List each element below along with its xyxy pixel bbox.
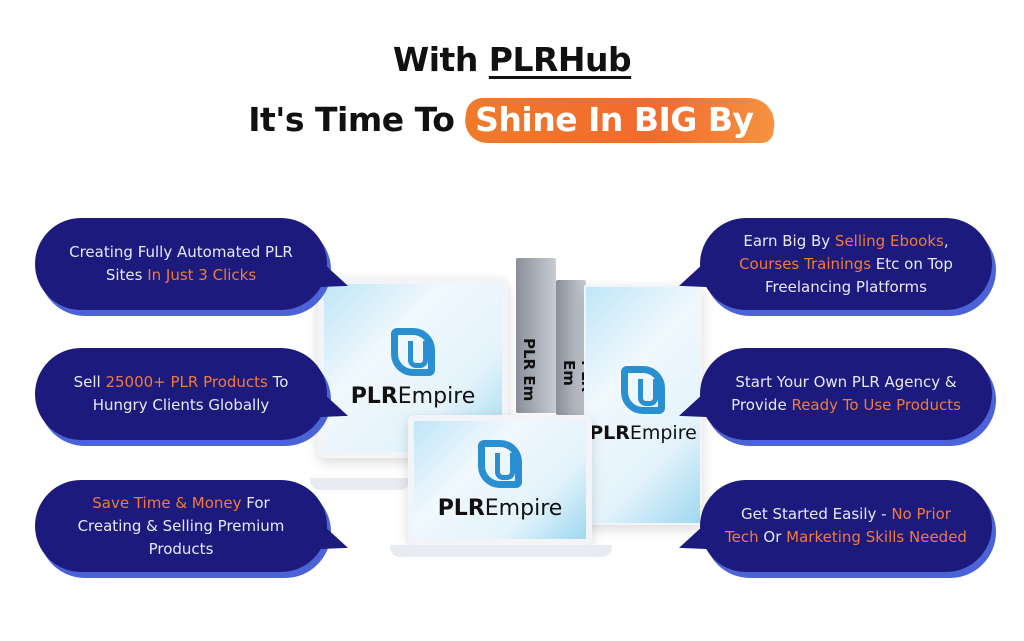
feature-bubble-get-started: Get Started Easily - No Prior Tech Or Ma… bbox=[700, 480, 992, 572]
box-spine-front: PLR Em bbox=[556, 280, 596, 415]
laptop-base bbox=[390, 545, 612, 557]
brush-highlight: Shine In BIG By bbox=[462, 98, 779, 143]
headline-prefix: With bbox=[392, 40, 489, 79]
laptop-screen: PLREmpire bbox=[408, 415, 592, 545]
box-spine-back: PLR Em bbox=[516, 258, 556, 413]
feature-bubble-agency: Start Your Own PLR Agency & Provide Read… bbox=[700, 348, 992, 440]
highlight-text: Shine In BIG By bbox=[475, 100, 754, 139]
feature-bubble-save-time: Save Time & Money For Creating & Selling… bbox=[35, 480, 327, 572]
headline-line-2: It's Time To Shine In BIG By bbox=[0, 98, 1024, 143]
product-brand: PLREmpire bbox=[350, 383, 476, 409]
keyboard bbox=[310, 478, 410, 490]
spine-label: PLR Em bbox=[520, 338, 538, 402]
product-brand: PLREmpire bbox=[437, 495, 563, 521]
headline-line-1: With PLRHub bbox=[0, 40, 1024, 79]
feature-bubble-sell-products: Sell 25000+ PLR Products To Hungry Clien… bbox=[35, 348, 327, 440]
plr-empire-logo-icon bbox=[478, 439, 522, 488]
plr-empire-logo-icon bbox=[621, 366, 665, 414]
plr-empire-logo-icon bbox=[391, 327, 435, 376]
headline-prefix-2: It's Time To bbox=[248, 100, 466, 139]
feature-bubble-automated-sites: Creating Fully Automated PLR Sites In Ju… bbox=[35, 218, 327, 310]
feature-bubble-earn-big: Earn Big By Selling Ebooks, Courses Trai… bbox=[700, 218, 992, 310]
brand-name: PLRHub bbox=[488, 40, 632, 79]
product-brand: PLREmpire bbox=[589, 422, 697, 444]
